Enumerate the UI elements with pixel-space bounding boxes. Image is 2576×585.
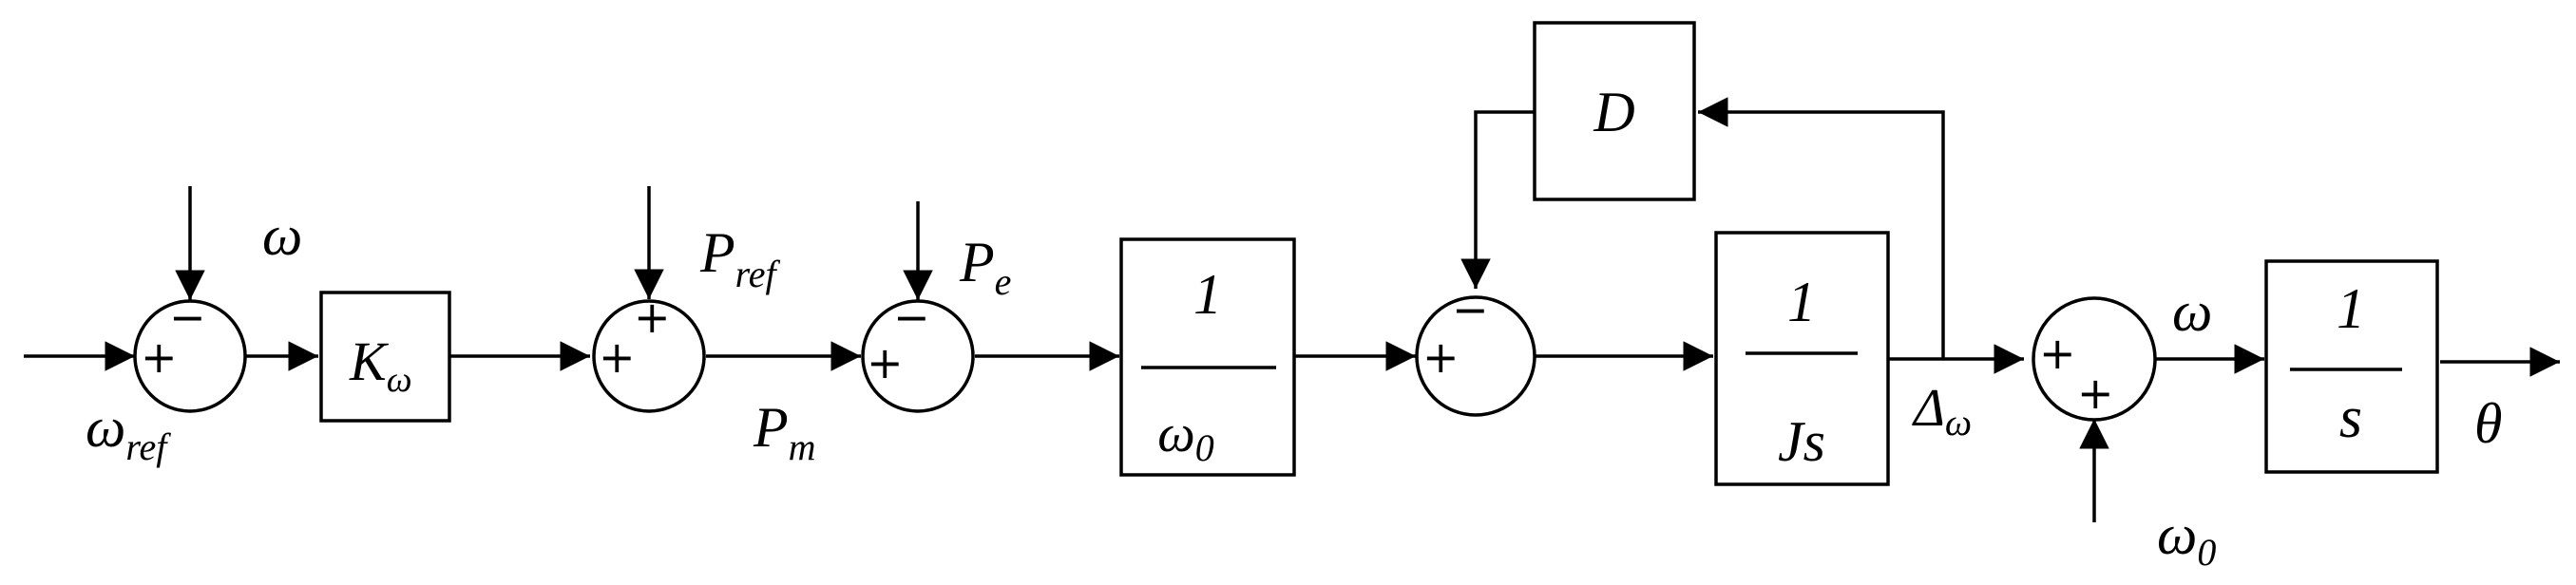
sum-junction-5: + + <box>2032 296 2157 422</box>
p-ref-symbol: P <box>699 221 735 284</box>
signal-theta: θ <box>2474 392 2502 455</box>
inv-js-denominator: Js <box>1778 410 1825 473</box>
sum-junction-2: + + <box>592 292 706 413</box>
signal-delta-omega: Δω <box>1912 379 1972 443</box>
omega-ref-subscript: ref <box>125 425 171 468</box>
p-m-subscript: m <box>789 425 816 468</box>
delta-omega-subscript: ω <box>1945 401 1972 443</box>
p-ref-subscript: ref <box>735 253 781 295</box>
inv-omega0-numerator: 1 <box>1193 263 1222 326</box>
signal-p-ref: Pref <box>699 221 780 295</box>
svg-text:ω0: ω0 <box>1157 405 1214 469</box>
sum2-plus-sign-top: + <box>634 292 671 343</box>
damping-label: D <box>1593 81 1634 143</box>
sum1-plus-sign: + <box>141 331 178 383</box>
signal-omega-feedback: ω <box>262 204 302 267</box>
k-omega-label: K <box>349 330 390 392</box>
p-m-symbol: P <box>753 396 789 459</box>
transfer-block-inverse-omega0: 1 ω0 <box>1119 237 1296 477</box>
gain-block-k-omega: Kω <box>319 291 451 423</box>
p-e-symbol: P <box>959 231 995 293</box>
integrator-block: 1 s <box>2264 259 2439 474</box>
omega0-in-symbol: ω <box>2157 503 2197 566</box>
integrator-denominator: s <box>2339 386 2362 450</box>
sum5-plus-sign-bottom: + <box>2077 368 2114 419</box>
sum-junction-4: + − <box>1415 284 1536 417</box>
sum1-minus-sign: − <box>169 292 206 343</box>
signal-omega0-in: ω0 <box>2157 503 2216 574</box>
sum3-minus-sign: − <box>893 292 930 343</box>
wire-delta-omega-to-d <box>1698 97 1945 359</box>
inv-omega0-denominator-subscript: 0 <box>1195 426 1214 469</box>
signal-p-m: Pm <box>753 396 816 468</box>
delta-omega-symbol: Δ <box>1912 379 1945 438</box>
k-omega-subscript: ω <box>387 360 412 400</box>
wire-d-to-sum4 <box>1460 110 1535 289</box>
sum-junction-1: + − <box>133 292 247 413</box>
inv-js-numerator: 1 <box>1787 271 1816 333</box>
p-e-subscript: e <box>995 260 1012 303</box>
omega-ref-symbol: ω <box>86 396 125 459</box>
svg-text:Kω: Kω <box>349 330 412 400</box>
sum3-plus-sign: + <box>867 337 904 388</box>
omega0-in-subscript: 0 <box>2197 531 2216 574</box>
transfer-block-inverse-js: 1 Js <box>1714 231 1890 486</box>
sum2-plus-sign-left: + <box>599 331 636 383</box>
integrator-numerator: 1 <box>2337 277 2365 340</box>
damping-block-d: D <box>1533 21 1696 201</box>
sum4-minus-sign: − <box>1452 284 1489 335</box>
signal-omega-ref: ωref <box>86 396 171 468</box>
sum4-plus-sign: + <box>1422 331 1460 383</box>
sum5-plus-sign-left: + <box>2039 328 2076 379</box>
inv-omega0-denominator: ω <box>1157 405 1195 463</box>
sum-junction-3: + − <box>861 292 975 413</box>
signal-omega-out: ω <box>2172 280 2212 343</box>
signal-p-e: Pe <box>959 231 1011 303</box>
